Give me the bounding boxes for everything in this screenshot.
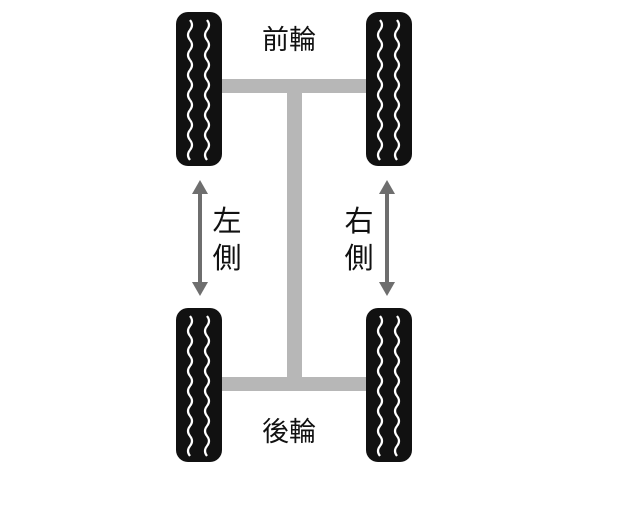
left-side-char-2: 側 bbox=[212, 241, 242, 275]
tire-front-left bbox=[176, 12, 222, 166]
right-side-char-2: 側 bbox=[344, 241, 374, 275]
right-side-char-1: 右 bbox=[344, 204, 374, 238]
tire-rear-left bbox=[176, 308, 222, 462]
chassis-frame bbox=[218, 79, 370, 391]
front-wheels-label: 前輪 bbox=[262, 25, 316, 56]
right-side-label: 右 側 bbox=[342, 203, 376, 277]
right-double-arrow-icon bbox=[379, 180, 395, 296]
left-side-label: 左 側 bbox=[210, 203, 244, 277]
tire-rear-right bbox=[366, 308, 412, 462]
left-double-arrow-icon bbox=[192, 180, 208, 296]
tire-front-right bbox=[366, 12, 412, 166]
rear-wheels-label: 後輪 bbox=[262, 417, 316, 448]
left-side-char-1: 左 bbox=[212, 204, 242, 238]
center-beam bbox=[287, 86, 302, 384]
